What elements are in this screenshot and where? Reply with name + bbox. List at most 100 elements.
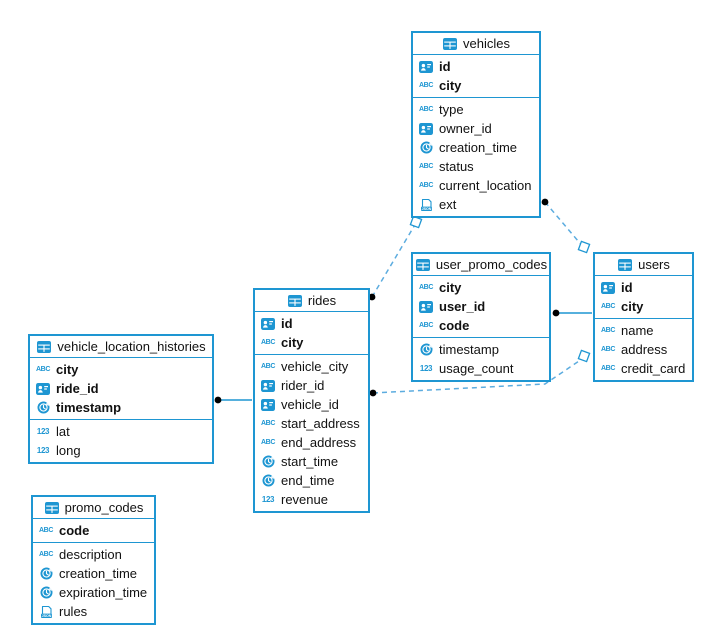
column-row-ride_id[interactable]: ride_id: [30, 379, 212, 398]
json-icon: JSON: [38, 605, 54, 619]
column-row-owner_id[interactable]: owner_id: [413, 119, 539, 138]
column-row-vehicle_id[interactable]: vehicle_id: [255, 395, 368, 414]
column-name: credit_card: [621, 361, 686, 376]
column-name: usage_count: [439, 361, 514, 376]
relationship-user_promo_codes-users[interactable]: [552, 309, 592, 317]
abc-icon: ABC: [601, 303, 615, 310]
abc-icon: ABC: [261, 339, 275, 346]
column-name: start_address: [281, 416, 360, 431]
relationship-vehicle_location_histories-rides[interactable]: [214, 396, 252, 404]
column-name: city: [281, 335, 304, 350]
123-icon: 123: [261, 494, 275, 504]
column-row-user_id[interactable]: user_id: [413, 297, 549, 316]
column-name: owner_id: [439, 121, 492, 136]
table-header[interactable]: user_promo_codes: [413, 254, 549, 276]
column-row-city[interactable]: ABC city: [595, 297, 692, 316]
clock-icon: [418, 343, 434, 356]
column-row-timestamp[interactable]: timestamp: [30, 398, 212, 417]
column-name: city: [621, 299, 644, 314]
column-row-rider_id[interactable]: rider_id: [255, 376, 368, 395]
abc-icon: ABC: [39, 527, 53, 534]
column-row-creation_time[interactable]: creation_time: [33, 564, 154, 583]
table-grid-icon: [442, 37, 458, 50]
column-name: id: [621, 280, 633, 295]
column-name: vehicle_id: [281, 397, 339, 412]
person-card-icon: [260, 379, 276, 392]
column-row-city[interactable]: ABC city: [255, 333, 368, 352]
svg-text:JSON: JSON: [41, 614, 51, 618]
abc-icon: ABC: [419, 284, 433, 291]
person-card-icon: [600, 281, 616, 294]
connector-dot: [541, 198, 549, 206]
column-name: city: [56, 362, 79, 377]
relationship-rides-users[interactable]: [369, 349, 591, 397]
column-row-expiration_time[interactable]: expiration_time: [33, 583, 154, 602]
column-row-timestamp[interactable]: timestamp: [413, 340, 549, 359]
table-grid-icon: [36, 340, 52, 353]
table-grid-icon: [44, 501, 60, 514]
table-grid-icon: [617, 258, 633, 271]
table-grid-icon: [287, 294, 303, 307]
column-row-id[interactable]: id: [255, 314, 368, 333]
column-name: code: [439, 318, 470, 333]
relationship-line: [372, 356, 586, 394]
column-row-id[interactable]: id: [595, 278, 692, 297]
column-row-usage_count[interactable]: 123 usage_count: [413, 359, 549, 378]
relationship-rides-vehicles[interactable]: [368, 215, 423, 301]
table-header[interactable]: promo_codes: [33, 497, 154, 519]
123-icon: 123: [419, 363, 433, 373]
relationship-vehicles-users[interactable]: [541, 198, 591, 254]
table-header[interactable]: rides: [255, 290, 368, 312]
person-card-icon: [260, 317, 276, 330]
column-row-end_time[interactable]: end_time: [255, 471, 368, 490]
table-header[interactable]: users: [595, 254, 692, 276]
column-name: creation_time: [59, 566, 138, 581]
connector-dot: [552, 309, 560, 317]
columns-section: timestamp 123 usage_count: [413, 338, 549, 380]
person-card-icon: [418, 60, 434, 73]
connector-diamond: [577, 349, 591, 363]
column-row-id[interactable]: id: [413, 57, 539, 76]
column-name: rules: [59, 604, 88, 619]
column-row-start_time[interactable]: start_time: [255, 452, 368, 471]
table-title: user_promo_codes: [435, 257, 548, 272]
clock-icon: [38, 567, 54, 580]
table-header[interactable]: vehicles: [413, 33, 539, 55]
json-icon: JSON: [418, 198, 434, 212]
table-header[interactable]: vehicle_location_histories: [30, 336, 212, 358]
column-row-rules[interactable]: JSON rules: [33, 602, 154, 621]
column-name: end_time: [281, 473, 335, 488]
column-name: name: [621, 323, 654, 338]
column-row-creation_time[interactable]: creation_time: [413, 138, 539, 157]
